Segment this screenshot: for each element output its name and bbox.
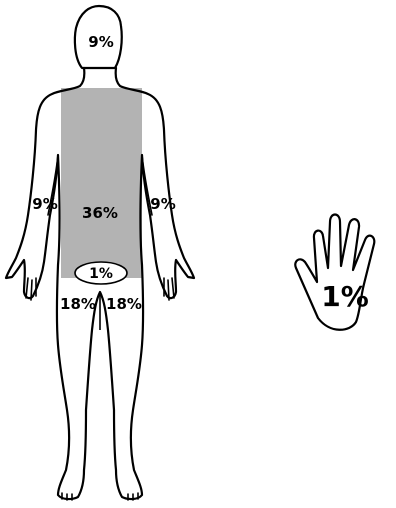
palm-percent-label: 1% [321,280,369,313]
right-leg-percent-label: 18% [106,295,142,313]
right-arm-percent-label: 9% [150,195,175,213]
perineum-percent-label: 1% [89,266,113,282]
head-percent-label: 9% [88,33,113,51]
trunk-percent-label: 36% [82,204,118,222]
left-arm-percent-label: 9% [32,195,57,213]
left-leg-percent-label: 18% [60,295,96,313]
trunk-shaded-region [61,88,142,278]
